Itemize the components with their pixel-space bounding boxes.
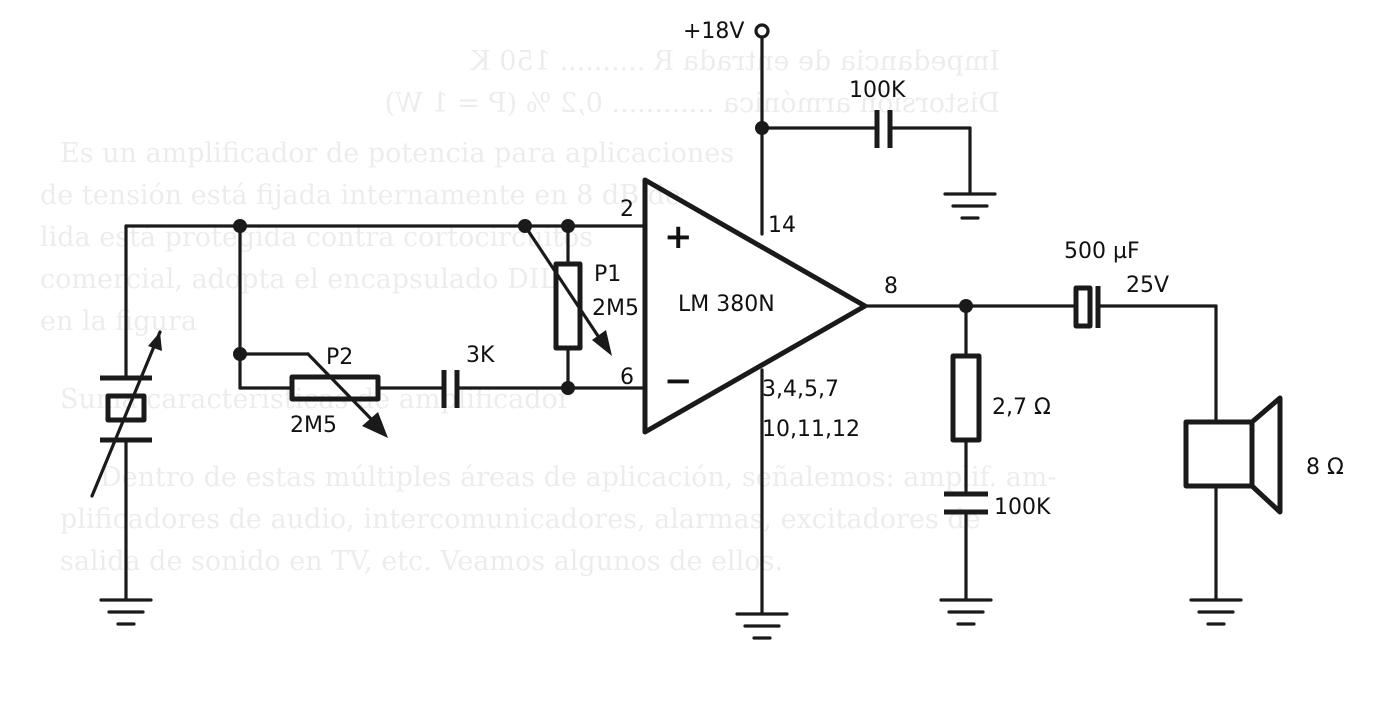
potentiometer-p2: P2 2M5 bbox=[289, 345, 388, 438]
ground-symbol-input bbox=[99, 598, 153, 626]
background-bleed-through: Impedancia de entrada R .......... 150 K… bbox=[40, 46, 1057, 577]
supply-terminal bbox=[754, 23, 770, 39]
ghost-line-9: Dentro de estas múltiples áreas de aplic… bbox=[100, 462, 1057, 493]
loudspeaker: 8 Ω bbox=[1183, 395, 1344, 515]
ghost-line-6: comercial, adopta el encapsulado DIL bbox=[40, 264, 557, 295]
speaker-cone bbox=[1249, 395, 1283, 515]
plus-sign: + bbox=[664, 217, 693, 257]
speaker-magnet bbox=[1183, 419, 1255, 489]
pin-2-label: 2 bbox=[620, 197, 634, 222]
ghost-line-11: salida de sonido en TV, etc. Veamos algu… bbox=[60, 546, 783, 577]
supply-label: +18V bbox=[683, 19, 744, 44]
pin-14-label: 14 bbox=[768, 213, 796, 238]
ghost-line-1: Impedancia de entrada R .......... 150 K bbox=[470, 46, 1000, 77]
chip-name: LM 380N bbox=[678, 292, 775, 317]
p2-wiper-arrow bbox=[306, 352, 378, 426]
ghost-line-2: Distorsión armónica ............ 0,2 % (… bbox=[385, 88, 1000, 119]
zobel-resistor-body bbox=[950, 353, 982, 443]
zobel-cap-label: 100K bbox=[994, 495, 1051, 520]
potentiometer-p1: P1 2M5 bbox=[523, 224, 639, 390]
ghost-line-4: de tensión está fijada internamente en 8… bbox=[40, 180, 681, 211]
ground-symbol-chip bbox=[735, 612, 789, 640]
bypass-cap-label: 100K bbox=[849, 78, 906, 103]
pin-6-label: 6 bbox=[620, 365, 634, 390]
ghost-line-10: plificadores de audio, intercomunicadore… bbox=[60, 504, 981, 535]
p1-name: P1 bbox=[594, 262, 621, 287]
p1-value: 2M5 bbox=[592, 296, 639, 321]
ground-symbol-speaker bbox=[1189, 598, 1243, 626]
output-capacitor: 500 µF 25V bbox=[1064, 239, 1169, 329]
pickup-variable-arrow bbox=[90, 330, 162, 498]
output-network bbox=[863, 299, 1218, 600]
ghost-line-3: Es un amplificador de potencia para apli… bbox=[60, 138, 734, 169]
ghost-line-7: en la figura bbox=[40, 306, 197, 337]
crystal-pickup bbox=[90, 330, 162, 498]
pickup-crystal-body bbox=[105, 393, 147, 423]
zobel-resistor-label: 2,7 Ω bbox=[992, 395, 1051, 420]
zobel-resistor: 2,7 Ω bbox=[950, 353, 1051, 443]
bypass-capacitor: 100K bbox=[760, 78, 972, 194]
speaker-label: 8 Ω bbox=[1306, 455, 1344, 480]
p1-wiper-arrow bbox=[523, 224, 604, 344]
pin-8-label: 8 bbox=[884, 274, 898, 299]
minus-sign: − bbox=[664, 361, 693, 401]
coupling-cap-label: 3K bbox=[466, 343, 495, 368]
output-cap-label: 500 µF bbox=[1064, 239, 1140, 264]
ground-symbol-zobel bbox=[939, 598, 993, 626]
gnd-pins-label-a: 3,4,5,7 bbox=[762, 377, 839, 402]
p2-value: 2M5 bbox=[290, 413, 337, 438]
coupling-capacitor: 3K bbox=[441, 343, 495, 408]
output-cap-voltage: 25V bbox=[1126, 273, 1169, 298]
output-cap-plate-positive bbox=[1073, 285, 1093, 329]
ground-symbol-bypass bbox=[943, 192, 997, 220]
amplifier-triangle bbox=[642, 177, 868, 435]
p2-body bbox=[289, 374, 381, 402]
gnd-pins-label-b: 10,11,12 bbox=[762, 417, 860, 442]
lm380-amplifier: LM 380N + − 2 6 14 8 3,4,5,7 10,11,12 bbox=[620, 177, 898, 614]
supply-rail: +18V bbox=[683, 19, 770, 236]
zobel-capacitor: 100K bbox=[944, 491, 1051, 520]
input-network bbox=[124, 219, 647, 600]
p2-name: P2 bbox=[326, 345, 353, 370]
